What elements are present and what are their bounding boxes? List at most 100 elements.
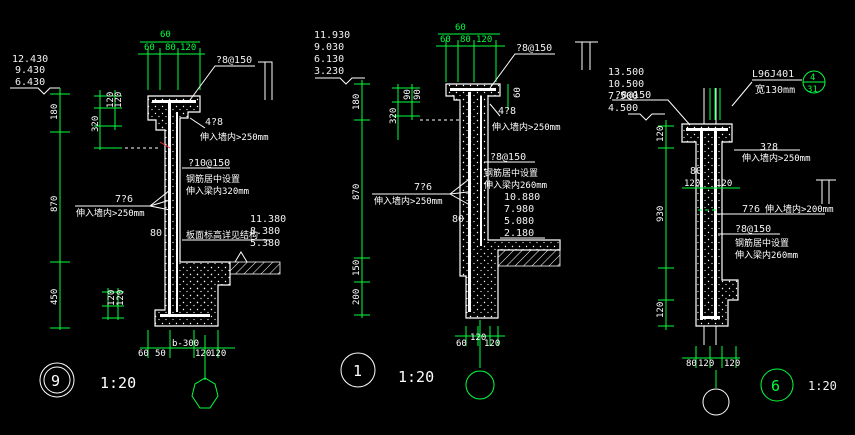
- anchor-label: 伸入墙内>250mm: [76, 207, 145, 219]
- leader-line: [449, 191, 469, 195]
- floor-level: 5.380: [250, 238, 280, 249]
- note-text: 板面标高详见结构: [186, 229, 258, 241]
- dim-text: 80: [690, 166, 702, 177]
- dim-text: 80: [460, 35, 471, 45]
- rebar-label: 7?6: [742, 204, 760, 215]
- dim-text: b-300: [172, 339, 199, 349]
- level-label: 6.430: [15, 77, 45, 88]
- floor-level: 2.180: [504, 228, 534, 239]
- dim-text: 120: [724, 359, 740, 369]
- leader-line: [449, 179, 469, 195]
- dim-text: 120: [684, 179, 700, 189]
- dim-text: 120: [484, 339, 500, 349]
- level-label: 9.430: [15, 65, 45, 76]
- dim-text: 60: [144, 43, 155, 53]
- note-text: 钢筋居中设置: [484, 167, 538, 179]
- dim-text: 60: [456, 339, 467, 349]
- dim-text: 60: [455, 23, 466, 33]
- dim-text: 80: [165, 43, 176, 53]
- dim-text: 870: [352, 184, 362, 200]
- detail-sheet: 31: [807, 85, 818, 95]
- level-marker: [10, 87, 60, 95]
- dim-text: 60: [160, 30, 171, 40]
- rebar-vertical: [700, 128, 703, 320]
- dim-text: 200: [352, 289, 362, 305]
- level-label: 7.500: [608, 91, 638, 102]
- floor-level: 7.980: [504, 204, 534, 215]
- stirrup-label: ?8@150: [216, 55, 252, 66]
- anchor-label: 伸入墙内>250mm: [742, 152, 811, 164]
- floor-level: 10.880: [504, 192, 540, 203]
- rebar-label: 4?8: [205, 117, 223, 128]
- stirrup-label: ?8@150: [615, 90, 651, 101]
- rebar-vertical: [480, 96, 482, 246]
- leader-line: [149, 205, 171, 211]
- dim-text: 120: [195, 349, 211, 359]
- dim-text: 450: [50, 289, 60, 305]
- section-number: 6: [771, 377, 780, 395]
- detail-reference: L96J401: [752, 69, 794, 80]
- leader-line: [149, 189, 171, 207]
- wall-symbol: [258, 61, 273, 100]
- level-marker: [628, 113, 665, 121]
- dim-text: 180: [352, 94, 362, 110]
- section-bubble: [760, 368, 794, 402]
- rebar-label: 7?6: [115, 194, 133, 205]
- rebar-bottom: [700, 316, 720, 319]
- rebar-label: 7?6: [414, 182, 432, 193]
- dim-text: 80: [150, 228, 162, 239]
- rebar-label: 3?8: [760, 142, 778, 153]
- dim-text: 60: [440, 35, 451, 45]
- dim-text: 870: [50, 196, 60, 212]
- dim-text: 80: [686, 359, 697, 369]
- dim-text: 120: [210, 349, 226, 359]
- floor-level: 8.380: [250, 226, 280, 237]
- dim-text: 120: [716, 179, 732, 189]
- stirrup-label: ?8@150: [490, 152, 526, 163]
- rebar-top: [152, 100, 196, 103]
- width-note: 宽130mm: [755, 83, 795, 96]
- concrete-fill: [682, 124, 738, 326]
- axis-bubble: [191, 377, 219, 409]
- floor-slab: [497, 249, 561, 267]
- note-text: 钢筋居中设置: [735, 237, 789, 249]
- dim-text: 120: [470, 333, 486, 343]
- note-text: 钢筋居中设置: [186, 173, 240, 185]
- leader-line: [149, 199, 171, 207]
- dim-text: 120: [106, 92, 116, 108]
- concrete-fill: [446, 84, 560, 318]
- note-text: 伸入梁内320mm: [186, 185, 249, 197]
- level-label: 11.930: [314, 30, 350, 41]
- beam-fill: [192, 268, 218, 308]
- anchor-label: 伸入墙内>250mm: [200, 131, 269, 143]
- rebar-bottom: [160, 314, 210, 317]
- dim-text: 180: [50, 104, 60, 120]
- level-label: 3.230: [314, 66, 344, 77]
- leader-line: [189, 65, 255, 101]
- floor-slab: [229, 261, 281, 275]
- leader-line: [612, 99, 691, 126]
- anchor-label: 伸入墙内>250mm: [374, 195, 443, 207]
- dim-text: 120: [180, 43, 196, 53]
- dim-text: 120: [116, 290, 126, 306]
- rebar-vertical: [468, 92, 471, 312]
- dim-text: 150: [352, 260, 362, 276]
- axis-bubble: [702, 388, 730, 416]
- section-bubble: [39, 362, 75, 398]
- rebar-vertical: [714, 128, 717, 320]
- anchor-label: 伸入墙内>250mm: [492, 121, 561, 133]
- level-label: 9.030: [314, 42, 344, 53]
- stirrup-label: ?8@150: [735, 224, 771, 235]
- section-bubble-inner: [43, 366, 71, 394]
- rebar-vertical: [176, 112, 178, 312]
- level-label: 12.430: [12, 54, 48, 65]
- floor-level: 5.080: [504, 216, 534, 227]
- axis-bubble: [465, 370, 495, 400]
- rebar-label: 4?8: [498, 106, 516, 117]
- section-bubble: [340, 352, 376, 388]
- scale-text: 1:20: [808, 379, 837, 393]
- leader-line: [159, 141, 171, 149]
- dim-text: 320: [389, 108, 399, 124]
